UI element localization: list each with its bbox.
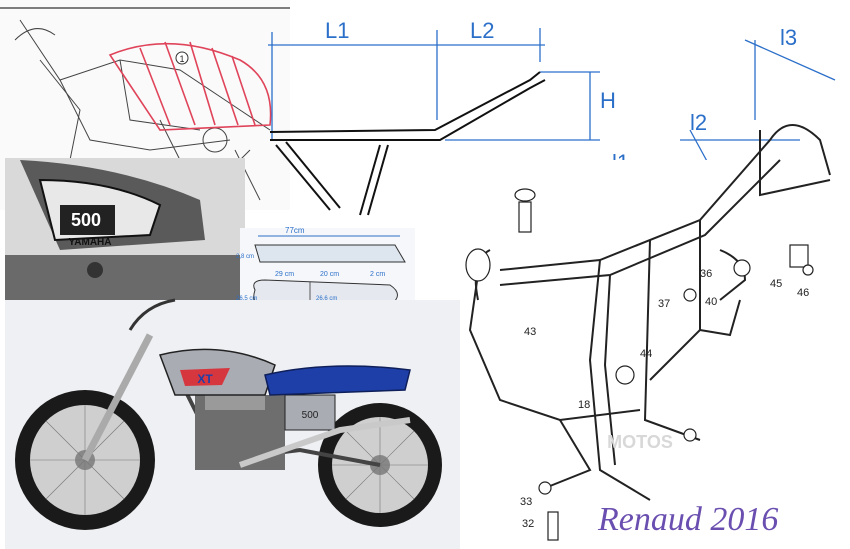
seat-seg-c: 2 cm [370, 271, 385, 278]
seat-seg-a: 29 cm [275, 271, 294, 278]
bike-photo: XT 500 [5, 298, 460, 549]
tank-sketch [108, 41, 272, 131]
part-33: 33 [520, 496, 532, 508]
dim-l3: l3 [780, 25, 797, 50]
bike-side-text: 500 [302, 410, 319, 421]
part-45: 45 [770, 278, 782, 290]
part-46: 46 [797, 287, 809, 299]
seat-seg-b: 20 cm [320, 271, 339, 278]
watermark: MOTOS [607, 432, 673, 452]
part-37: 37 [658, 298, 670, 310]
dim-l2: l2 [690, 110, 707, 135]
tube-profile [269, 71, 546, 216]
seat-width-mid: 26,6 cm [316, 296, 337, 302]
part-44: 44 [640, 348, 652, 360]
dim-L2: L2 [470, 18, 494, 43]
bike-tank-text: XT [197, 372, 213, 386]
part-18: 18 [578, 399, 590, 411]
seat-height-left: 2,8 cm [236, 254, 254, 260]
dim-H: H [600, 88, 616, 113]
dim-L1: L1 [325, 18, 349, 43]
callout-1: 1 [179, 54, 184, 64]
seat-length-top: 77cm [285, 226, 305, 235]
part-32: 32 [522, 518, 534, 530]
seat-width-left: 26,5 cm [236, 296, 257, 302]
part-40: 40 [705, 296, 717, 308]
tank-model: 500 [71, 210, 101, 230]
tank-brand: YAMAHA [69, 237, 112, 248]
part-36: 36 [700, 268, 712, 280]
part-numbers: 36 37 40 45 46 18 33 32 43 44 [520, 268, 809, 530]
signature: Renaud 2016 [597, 501, 778, 538]
part-43: 43 [524, 326, 536, 338]
tank-photo: 500 YAMAHA [5, 158, 245, 303]
frame-diagram: MOTOS [460, 124, 850, 549]
